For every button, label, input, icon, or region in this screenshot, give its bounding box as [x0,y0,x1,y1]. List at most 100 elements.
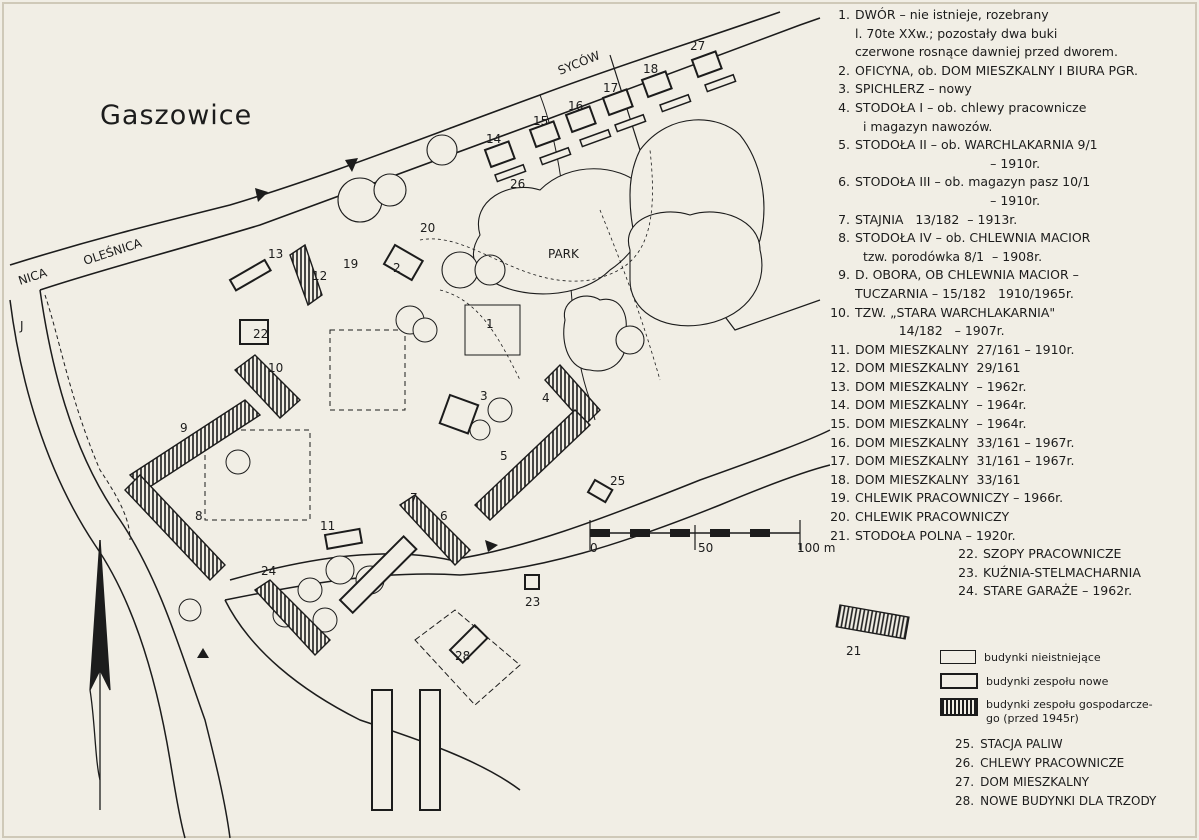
legend-item-text: D. OBORA, OB CHLEWNIA MACIOR – TUCZARNIA… [855,267,1079,301]
legend-item-number: 11. [830,341,850,357]
legend-item-text: DOM MIESZKALNY – 1962r. [855,378,1027,394]
key-nonexistent: budynki nieistniejące [940,650,1101,664]
map-num-8: 8 [195,509,203,523]
road-west [9,289,231,839]
legend-item-indented: 23.KUŹNIA-STELMACHARNIA [830,564,1190,583]
legend-item-text: STARE GARAŻE – 1962r. [983,583,1133,599]
legend-item: 4. STODOŁA I – ob. chlewy pracownicze i m… [830,99,1190,136]
map-num-24: 24 [261,564,276,578]
legend-item-text: OFICYNA, ob. DOM MIESZKALNY I BIURA PGR. [855,62,1138,78]
legend-item-text: STODOŁA POLNA – 1920r. [855,527,1016,543]
legend-item-text: CHLEWIK PRACOWNICZY – 1966r. [855,490,1064,506]
map-num-11: 11 [320,519,335,533]
legend-item: 12.DOM MIESZKALNY 29/161 [830,359,1190,378]
legend-item: 1. DWÓR – nie istnieje, rozebrany l. 70te… [830,6,1190,62]
legend-item-number: 18. [830,471,850,487]
park-label: PARK [548,247,580,261]
map-num-9: 9 [180,421,188,435]
legend-item-number: 27. [955,775,975,789]
legend-item-text: CHLEWIK PRACOWNICZY [855,509,1010,525]
north-arrow [89,539,111,810]
map-num-6: 6 [440,509,448,523]
key-label-old-1: budynki zespołu gospodarcze- [986,698,1153,711]
map-num-5: 5 [500,449,508,463]
legend-item-number: 20. [830,509,850,525]
map-num-22: 22 [253,327,268,341]
building-21 [835,604,910,640]
legend-item-number: 19. [830,490,850,506]
key-label-old-2: go (przed 1945r) [986,712,1079,725]
new-buildings [228,50,723,811]
map-num-21: 21 [846,644,861,658]
legend-item-number: 2. [838,62,850,78]
old-buildings [124,243,910,657]
road-label-olesnica: OLEŚNICA [81,235,144,268]
map-num-19: 19 [343,257,358,271]
legend-item-number: 1. [838,7,850,22]
scale-hundred: 100 m [797,541,835,555]
building-27 [690,50,723,79]
legend-extra-item: 27. DOM MIESZKALNY [955,773,1156,792]
building-28d [419,689,441,811]
legend: 1. DWÓR – nie istnieje, rozebrany l. 70te… [830,6,1190,601]
key-label-old: budynki zespołu gospodarcze- go (przed 1… [986,698,1153,726]
legend-item-text: STAJNIA 13/182 – 1913r. [855,211,1018,227]
legend-item-number: 14. [830,397,850,413]
road-sycow [9,11,821,291]
map-title: Gaszowice [100,100,253,131]
legend-item: 21. STODOŁA POLNA – 1920r. [830,527,1190,546]
legend-item-number: 24. [958,583,978,599]
legend-item: 11.DOM MIESZKALNY 27/161 – 1910r. [830,341,1190,360]
building-24 [253,579,331,657]
legend-item: 8.STODOŁA IV – ob. CHLEWNIA MACIOR tzw. … [830,229,1190,266]
legend-item: 17.DOM MIESZKALNY 31/161 – 1967r. [830,452,1190,471]
legend-item-number: 4. [838,99,850,115]
legend-item: 6.STODOŁA III – ob. magazyn pasz 10/1 – … [830,173,1190,210]
map-num-17: 17 [603,81,618,95]
map-num-23: 23 [525,595,540,609]
legend-item-number: 21. [830,527,850,543]
building-10 [233,354,302,419]
legend-item: 3.SPICHLERZ – nowy [830,80,1190,99]
map-num-7: 7 [410,491,418,505]
building-28a [338,534,418,615]
building-5 [473,409,592,521]
building-2 [382,243,425,282]
map-num-26: 26 [510,177,525,191]
legend-item-text: KUŹNIA-STELMACHARNIA [983,564,1141,580]
legend-extra-item: 28.NOWE BUDYNKI DLA TRZODY [955,792,1156,811]
map-num-12: 12 [312,269,327,283]
map-numbers: 2 3 4 5 6 7 8 9 10 11 12 13 14 15 16 17 … [19,39,861,663]
legend-item-number: 26. [955,756,975,770]
road-label-olesnica-fragment: NICA [17,265,50,288]
legend-item-text: STACJA PALIW [980,737,1063,751]
legend-item: 7.STAJNIA 13/182 – 1913r. [830,211,1190,230]
building-9 [128,399,262,491]
legend-item: 16.DOM MIESZKALNY 33/161 – 1967r. [830,434,1190,453]
courtyard-trees [178,305,513,633]
legend-item-number: 3. [838,81,850,97]
key-swatch-new [940,673,978,689]
map-num-14: 14 [486,132,501,146]
legend-item-text: DOM MIESZKALNY [980,775,1090,789]
building-28c [371,689,393,811]
legend-item: 19. CHLEWIK PRACOWNICZY – 1966r. [830,489,1190,508]
park-paths [419,149,661,381]
legend-item-text: CHLEWY PRACOWNICZE [980,756,1125,770]
building-12 [289,243,323,307]
courtyards [204,329,406,521]
legend-item-number: 8. [838,230,850,246]
map-num-16: 16 [568,99,583,113]
legend-item-number: 28. [955,794,975,808]
map-num-15: 15 [533,114,548,128]
building-16 [564,105,597,134]
building-14 [483,140,516,169]
legend-item-text: STODOŁA I – ob. chlewy pracownicze i mag… [855,99,1087,134]
key-label-nonexistent: budynki nieistniejące [984,650,1101,664]
legend-item-number: 5. [838,137,850,153]
legend-item-text: DWÓR – nie istnieje, rozebrany l. 70te X… [855,7,1118,60]
